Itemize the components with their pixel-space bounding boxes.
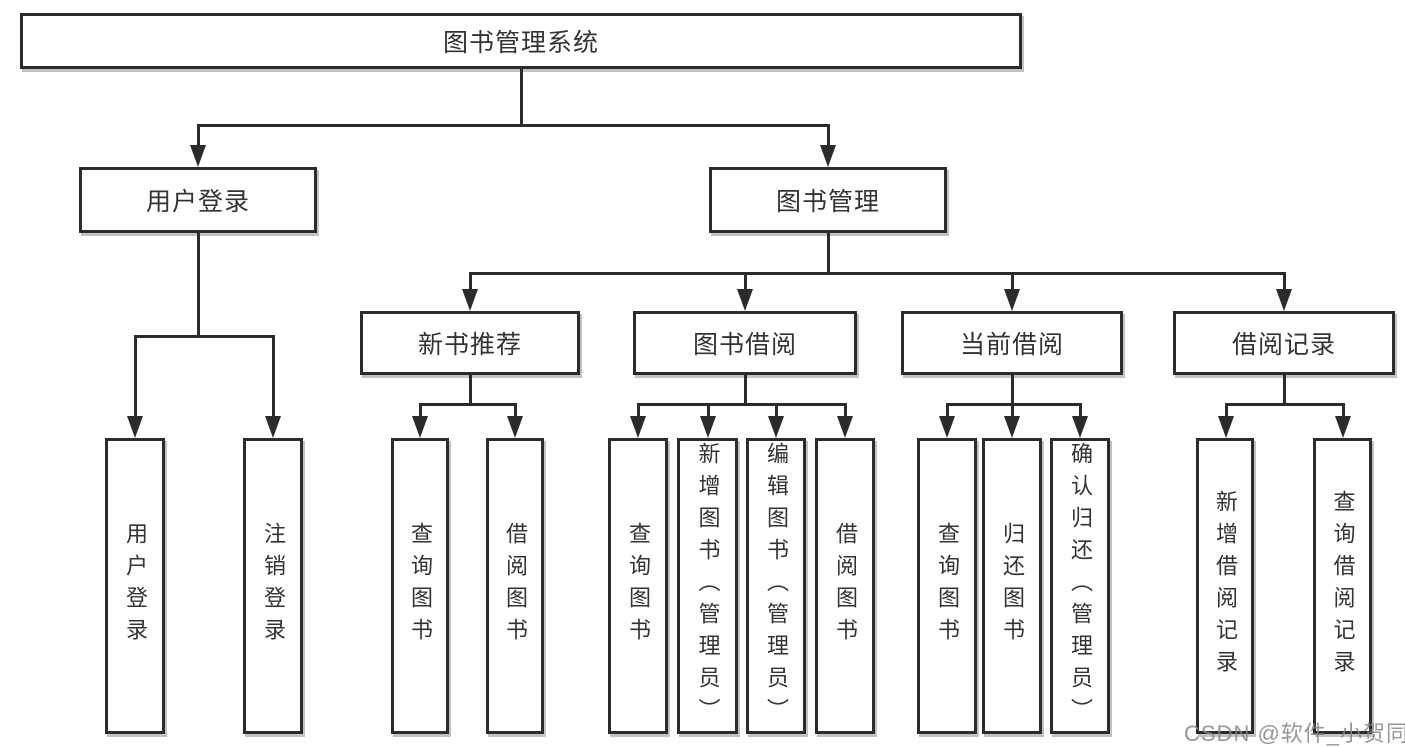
connector-line [744,375,747,406]
arrow-down-icon [1218,416,1234,438]
arrow-down-icon [1335,416,1351,438]
leaf-add-borrow-record: 新增借阅记录 [1196,438,1254,734]
node-book-management-label: 图书管理 [775,188,880,216]
leaf-add-book-admin: 新增图书（管理员） [677,438,738,734]
node-borrowing-records: 借阅记录 [1173,311,1395,375]
connector-line [1225,403,1228,418]
arrow-down-icon [737,289,753,311]
arrow-down-icon [462,289,478,311]
connector-line [419,403,517,406]
arrow-down-icon [768,416,784,438]
node-new-book-recommend: 新书推荐 [360,311,580,375]
arrow-down-icon [939,416,955,438]
connector-line [707,403,710,418]
arrow-down-icon [127,416,143,438]
leaf-user-login-label: 用户登录 [123,522,148,650]
leaf-logout: 注销登录 [243,438,303,734]
leaf-query-borrow-record-label: 查询借阅记录 [1330,490,1356,682]
node-book-management: 图书管理 [709,167,947,233]
connector-line [744,272,747,291]
node-user-login-label: 用户登录 [145,188,250,216]
node-user-login: 用户登录 [79,167,317,233]
leaf-query-borrow-record: 查询借阅记录 [1313,438,1372,734]
arrow-down-icon [837,416,853,438]
connector-line [844,403,847,418]
arrow-down-icon [630,416,646,438]
connector-line [134,335,275,338]
leaf-query-books-current-label: 查询图书 [935,522,960,650]
leaf-query-books-borrowing-label: 查询图书 [626,522,651,650]
leaf-add-book-admin-label: 新增图书（管理员） [695,442,721,730]
watermark-text: CSDN @软件_小贺同学 [1184,721,1405,746]
leaf-user-login: 用户登录 [105,438,165,734]
connector-line [272,335,275,418]
leaf-return-books-label: 归还图书 [1000,522,1025,650]
connector-line [637,403,640,418]
leaf-borrow-books-recommend-label: 借阅图书 [503,522,528,650]
connector-line [1283,375,1286,406]
connector-line [1342,403,1345,418]
connector-line [1079,403,1082,418]
connector-line [134,335,137,418]
leaf-logout-label: 注销登录 [261,522,286,650]
connector-line [1011,272,1014,291]
connector-line [197,233,200,338]
connector-line [775,403,778,418]
leaf-borrow-books: 借阅图书 [815,438,875,734]
connector-line [520,69,523,127]
leaf-edit-book-admin: 编辑图书（管理员） [746,438,806,734]
node-current-borrowing: 当前借阅 [901,311,1123,375]
leaf-add-borrow-record-label: 新增借阅记录 [1213,490,1238,682]
leaf-borrow-books-label: 借阅图书 [833,522,858,650]
arrow-down-icon [1072,416,1088,438]
connector-line [469,375,472,406]
leaf-query-books-recommend-label: 查询图书 [408,522,433,650]
leaf-query-books-borrowing: 查询图书 [608,438,668,734]
arrow-down-icon [507,416,523,438]
connector-line [514,403,517,418]
leaf-edit-book-admin-label: 编辑图书（管理员） [764,442,789,730]
connector-line [1011,403,1014,418]
connector-line [1283,272,1286,291]
node-borrowing-records-label: 借阅记录 [1231,331,1336,359]
connector-line [197,124,830,127]
connector-line [946,403,1082,406]
arrow-down-icon [700,416,716,438]
node-library-system: 图书管理系统 [20,13,1022,69]
arrow-down-icon [1004,416,1020,438]
connector-line [419,403,422,418]
leaf-borrow-books-recommend: 借阅图书 [486,438,544,734]
node-new-book-recommend-label: 新书推荐 [417,331,522,359]
connector-line [1011,375,1014,406]
connector-line [827,233,830,275]
connector-line [1225,403,1345,406]
arrow-down-icon [1004,289,1020,311]
connector-line [469,272,472,291]
connector-line [469,272,1286,275]
arrow-down-icon [412,416,428,438]
node-library-system-label: 图书管理系统 [442,29,599,57]
arrow-down-icon [190,145,206,167]
connector-line [946,403,949,418]
leaf-query-books-recommend: 查询图书 [391,438,449,734]
arrow-down-icon [820,145,836,167]
leaf-return-books: 归还图书 [982,438,1042,734]
node-book-borrowing: 图书借阅 [633,311,857,375]
arrow-down-icon [1276,289,1292,311]
leaf-confirm-return-admin: 确认归还（管理员） [1050,438,1110,734]
node-current-borrowing-label: 当前借阅 [959,331,1064,359]
leaf-confirm-return-admin-label: 确认归还（管理员） [1068,442,1093,730]
connector-line [637,403,847,406]
node-book-borrowing-label: 图书借阅 [692,331,797,359]
arrow-down-icon [265,416,281,438]
connector-line [197,124,200,147]
connector-line [827,124,830,147]
leaf-query-books-current: 查询图书 [917,438,977,734]
